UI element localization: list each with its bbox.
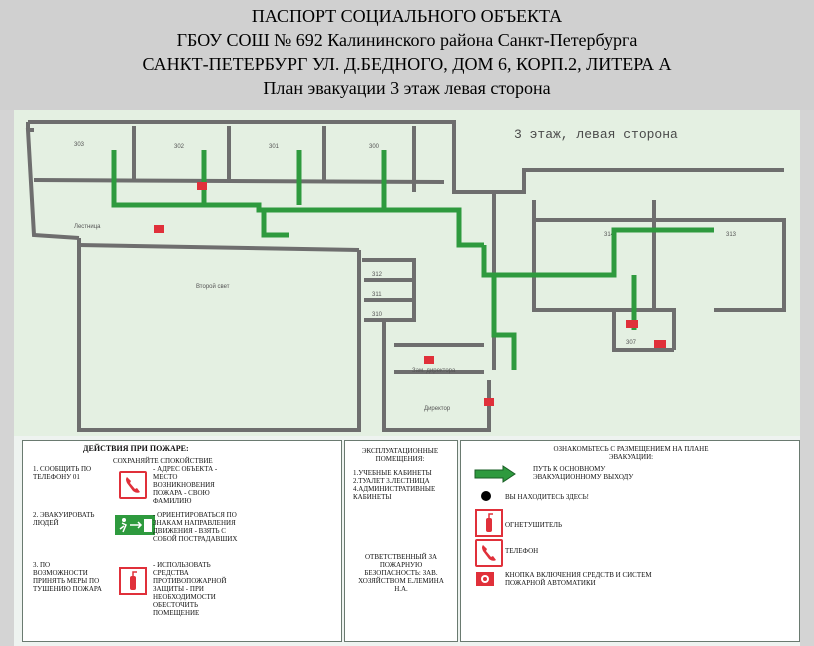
step3-text: 3. ПО ВОЗМОЖНОСТИ ПРИНЯТЬ МЕРЫ ПО ТУШЕНИ… [33,561,102,593]
header-address: САНКТ-ПЕТЕРБУРГ УЛ. Д.БЕДНОГО, ДОМ 6, КО… [142,54,672,74]
room-label-second-light: Второй свет [196,283,230,290]
operational-title: ЭКСПЛУАТАЦИОННЫЕ ПОМЕЩЕНИЯ: [361,447,439,463]
room-label: 307 [626,340,637,346]
phone-label: ТЕЛЕФОН [505,547,539,555]
room-label: 300 [369,144,380,150]
step3-details: - ИСПОЛЬЗОВАТЬ СРЕДСТВА ПРОТИВОПОЖАРНОЙ … [153,561,227,617]
alarm-button-label: КНОПКА ВКЛЮЧЕНИЯ СРЕДСТВ И СИСТЕМ ПОЖАРН… [505,571,652,587]
extinguisher-label: ОГНЕТУШИТЕЛЬ [505,521,563,529]
header-plan-title: План эвакуации 3 этаж левая сторона [263,78,551,98]
room-label: 303 [74,142,85,148]
step1-details: - АДРЕС ОБЪЕКТА - МЕСТО ВОЗНИКНОВЕНИЯ ПО… [153,465,218,505]
plan-caption: 3 этаж, левая сторона [514,127,678,142]
exit-sign-icon [115,515,155,535]
room-label: 312 [372,272,383,278]
phone-icon [119,471,147,499]
room-label: 310 [372,312,383,318]
you-are-here-icon [481,491,491,501]
room-label-deputy: Зам. директора [412,368,456,374]
floor-plan-drawing: 303 302 301 300 314 313 312 311 310 307 … [25,120,786,432]
legend-area: ДЕЙСТВИЯ ПРИ ПОЖАРЕ: СОХРАНЯЙТЕ СПОКОЙСТ… [14,436,800,646]
symbols-title: ОЗНАКОМЬТЕСЬ С РАЗМЕЩЕНИЕМ НА ПЛАНЕ ЭВАК… [553,445,709,461]
operational-panel: ЭКСПЛУАТАЦИОННЫЕ ПОМЕЩЕНИЯ: 1.УЧЕБНЫЕ КА… [344,440,458,642]
room-label: 313 [726,232,737,238]
step1-text: 1. СООБЩИТЬ ПО ТЕЛЕФОНУ 01 [33,465,92,481]
header: ПАСПОРТ СОЦИАЛЬНОГО ОБЪЕКТА ГБОУ СОШ № 6… [0,0,814,110]
fire-actions-subtitle: СОХРАНЯЙТЕ СПОКОЙСТВИЕ [113,457,213,465]
room-label: 314 [604,232,615,238]
header-school: ГБОУ СОШ № 692 Калининского района Санкт… [176,30,638,50]
fire-actions-panel: ДЕЙСТВИЯ ПРИ ПОЖАРЕ: СОХРАНЯЙТЕ СПОКОЙСТ… [22,440,342,642]
evacuation-plan: 303 302 301 300 314 313 312 311 310 307 … [14,110,800,436]
room-label: 302 [174,144,185,150]
room-label: 301 [269,144,280,150]
room-label: 311 [372,292,382,298]
alarm-button-icon [476,572,494,586]
responsible-person: ОТВЕТСТВЕННЫЙ ЗА ПОЖАРНУЮ БЕЗОПАСНОСТЬ: … [358,553,444,593]
symbols-panel: ОЗНАКОМЬТЕСЬ С РАЗМЕЩЕНИЕМ НА ПЛАНЕ ЭВАК… [460,440,800,642]
route-arrow-icon [474,465,516,483]
route-label: ПУТЬ К ОСНОВНОМУ ЭВАКУАЦИОННОМУ ВЫХОДУ [533,465,634,481]
phone-legend-icon [475,539,503,567]
fire-actions-title: ДЕЙСТВИЯ ПРИ ПОЖАРЕ: [83,444,189,453]
operational-items: 1.УЧЕБНЫЕ КАБИНЕТЫ 2.ТУАЛЕТ 3.ЛЕСТНИЦА 4… [353,469,436,501]
you-are-here-label: ВЫ НАХОДИТЕСЬ ЗДЕСЬ! [505,493,590,501]
room-label-director: Директор [424,406,451,412]
header-title: ПАСПОРТ СОЦИАЛЬНОГО ОБЪЕКТА [251,6,563,26]
step2-text: 2. ЭВАКУИРОВАТЬ ЛЮДЕЙ [33,511,95,527]
extinguisher-icon [119,567,147,595]
step2-details: - ОРИЕНТИРОВАТЬСЯ ПО ЗНАКАМ НАПРАВЛЕНИЯ … [153,511,238,543]
extinguisher-legend-icon [475,509,503,537]
room-label-stair: Лестница [74,224,101,230]
